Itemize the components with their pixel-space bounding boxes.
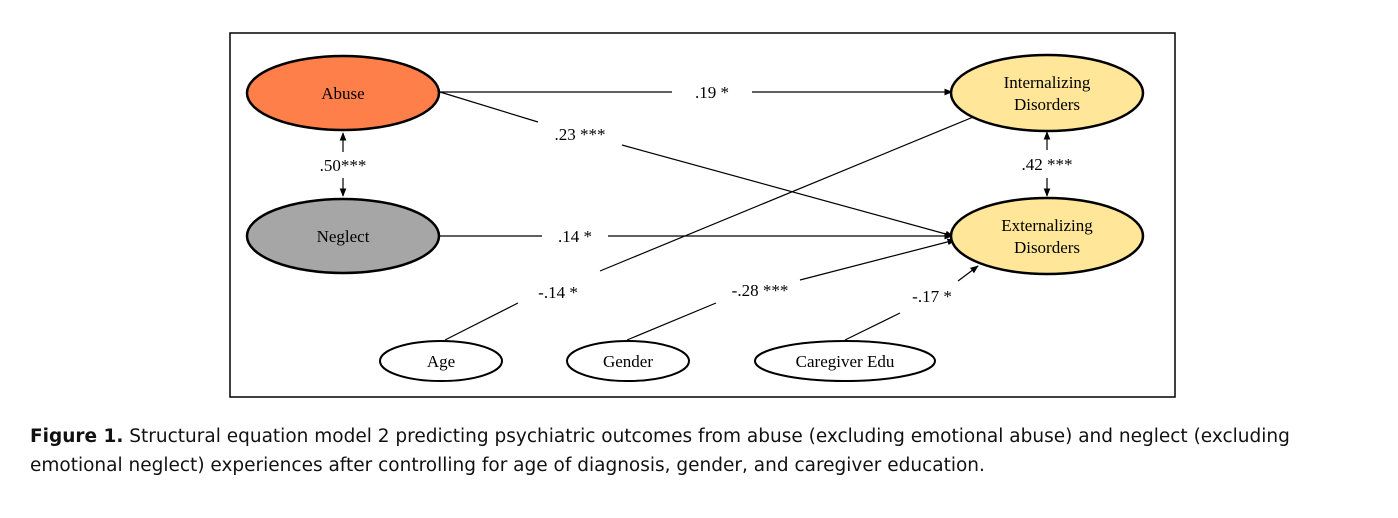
- path-age-internalizing-low: [444, 302, 519, 341]
- node-abuse-label: Abuse: [321, 84, 364, 103]
- coef-abuse-externalizing: .23 ***: [555, 125, 606, 144]
- node-gender-label: Gender: [603, 352, 653, 371]
- path-gender-externalizing-high: [799, 238, 956, 281]
- coef-age-internalizing: -.14 *: [538, 283, 578, 302]
- node-externalizing: Externalizing Disorders: [949, 196, 1145, 276]
- path-gender-externalizing-low: [626, 302, 717, 341]
- node-internalizing-line2: Disorders: [1014, 95, 1080, 114]
- figure-caption-label: Figure 1.: [30, 426, 124, 447]
- path-abuse-externalizing-right: [621, 144, 954, 238]
- path-caregiver-externalizing-low: [844, 312, 901, 341]
- path-abuse-externalizing-left: [439, 91, 539, 123]
- diagram-frame: [229, 32, 1176, 398]
- node-caregiver-edu-shape: [754, 340, 936, 382]
- path-age-internalizing-high: [599, 112, 984, 272]
- coef-caregiver-externalizing: -.17 *: [912, 287, 952, 306]
- coef-internal-external: .42 ***: [1022, 155, 1073, 174]
- node-internalizing-line1: Internalizing: [1004, 73, 1091, 92]
- figure-caption-text: Structural equation model 2 predicting p…: [30, 426, 1290, 476]
- node-abuse-shape: [245, 54, 441, 132]
- node-externalizing-shape: [949, 196, 1145, 276]
- path-caregiver-externalizing-high: [957, 265, 979, 282]
- node-abuse: Abuse: [245, 54, 441, 132]
- node-caregiver-edu: Caregiver Edu: [754, 340, 936, 382]
- sem-diagram: .19 * .23 *** .50*** .14 * .42 *** -.14 …: [229, 32, 1176, 398]
- figure-caption: Figure 1. Structural equation model 2 pr…: [30, 422, 1370, 480]
- coef-neglect-externalizing: .14 *: [558, 227, 592, 246]
- node-age-shape: [379, 340, 503, 382]
- node-externalizing-line2: Disorders: [1014, 238, 1080, 257]
- coef-abuse-internalizing: .19 *: [695, 83, 729, 102]
- node-age-label: Age: [427, 352, 455, 371]
- node-neglect-label: Neglect: [317, 227, 370, 246]
- node-gender-shape: [566, 340, 690, 382]
- coef-gender-externalizing: -.28 ***: [732, 281, 789, 300]
- coef-abuse-neglect: .50***: [320, 156, 367, 175]
- node-externalizing-line1: Externalizing: [1001, 216, 1093, 235]
- node-age: Age: [379, 340, 503, 382]
- node-neglect: Neglect: [245, 197, 441, 275]
- node-gender: Gender: [566, 340, 690, 382]
- node-internalizing: Internalizing Disorders: [949, 53, 1145, 133]
- node-caregiver-edu-label: Caregiver Edu: [796, 352, 895, 371]
- node-internalizing-shape: [949, 53, 1145, 133]
- node-neglect-shape: [245, 197, 441, 275]
